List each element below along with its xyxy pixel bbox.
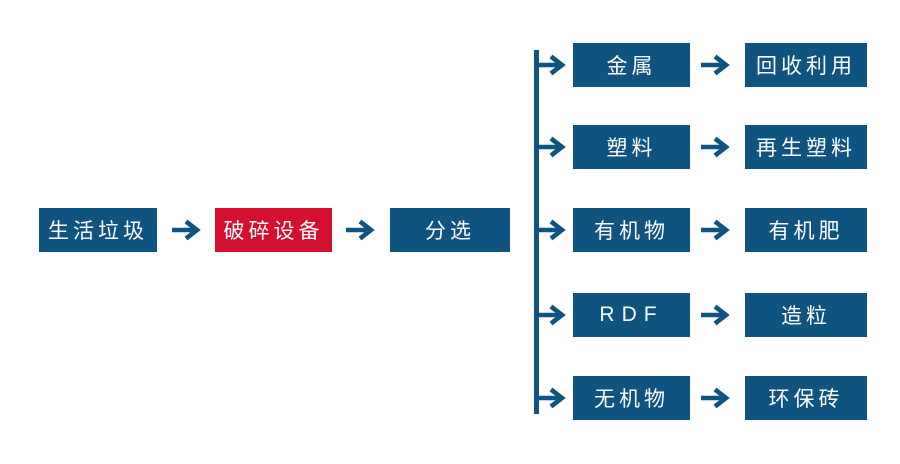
flow-arrow-icon: [346, 219, 375, 241]
flow-arrow-icon: [536, 54, 566, 76]
flow-arrow-icon: [536, 136, 566, 158]
node-recycling: 回收利用: [745, 43, 867, 87]
flow-arrow-icon: [701, 219, 730, 241]
node-inorganic-matter: 无机物: [573, 376, 690, 420]
node-organic-matter: 有机物: [573, 208, 690, 252]
node-granulation: 造粒: [745, 293, 867, 337]
flow-arrow-icon: [536, 304, 566, 326]
flow-arrow-icon: [701, 54, 730, 76]
node-plastic: 塑料: [573, 125, 690, 169]
node-eco-brick: 环保砖: [745, 376, 867, 420]
flow-arrow-icon: [536, 387, 566, 409]
node-organic-fertilizer: 有机肥: [745, 208, 867, 252]
flow-arrow-icon: [701, 136, 730, 158]
flow-arrow-icon: [701, 304, 730, 326]
node-household-waste: 生活垃圾: [39, 208, 157, 252]
flow-arrow-icon: [172, 219, 201, 241]
node-rdf: RDF: [573, 293, 690, 337]
flow-arrow-icon: [536, 219, 566, 241]
flow-arrow-icon: [701, 387, 730, 409]
node-crushing-equipment: 破碎设备: [215, 208, 332, 252]
node-sorting: 分选: [390, 208, 510, 252]
node-metal: 金属: [573, 43, 690, 87]
node-recycled-plastic: 再生塑料: [745, 125, 867, 169]
